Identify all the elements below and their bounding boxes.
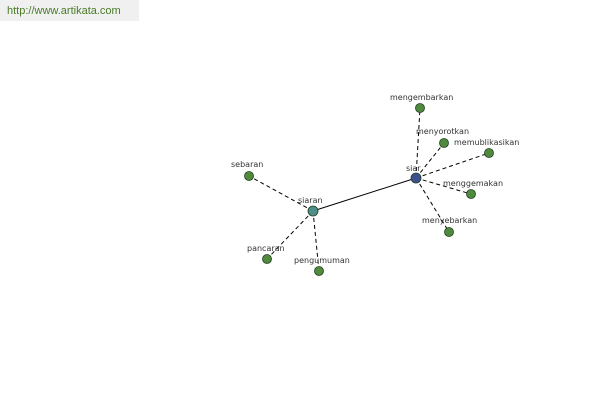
- node-mengembarkan[interactable]: mengembarkan: [390, 93, 453, 113]
- node-menyebarkan[interactable]: menyebarkan: [422, 216, 477, 237]
- node-marker-memublikasikan[interactable]: [484, 148, 494, 158]
- node-marker-menyorotkan[interactable]: [439, 138, 449, 148]
- node-memublikasikan[interactable]: memublikasikan: [454, 138, 519, 158]
- node-label-memublikasikan: memublikasikan: [454, 138, 519, 147]
- node-marker-pancaran[interactable]: [262, 254, 272, 264]
- node-label-mengembarkan: mengembarkan: [390, 93, 453, 102]
- nodes-layer: siar siaran mengembarkan menyorotkan memubli…: [231, 93, 519, 276]
- node-label-pengumuman: pengumuman: [294, 256, 350, 265]
- node-label-sebaran: sebaran: [231, 160, 263, 169]
- edge-siar-memublikasikan: [415, 152, 490, 179]
- edge-siaran-sebaran: [248, 175, 314, 212]
- edges-layer: [248, 107, 490, 272]
- node-label-siaran: siaran: [298, 196, 323, 205]
- node-pengumuman[interactable]: pengumuman: [294, 256, 350, 276]
- node-label-siar: siar: [406, 164, 421, 173]
- node-marker-pengumuman[interactable]: [314, 266, 324, 276]
- node-marker-mengembarkan[interactable]: [415, 103, 425, 113]
- node-menggemakan[interactable]: menggemakan: [443, 179, 503, 199]
- edge-siaran-pengumuman: [312, 210, 320, 272]
- node-marker-menyebarkan[interactable]: [444, 227, 454, 237]
- node-pancaran[interactable]: pancaran: [247, 244, 285, 264]
- node-marker-siar[interactable]: [410, 172, 422, 184]
- node-marker-sebaran[interactable]: [244, 171, 254, 181]
- edge-siar-menyorotkan: [415, 142, 445, 179]
- edge-siar-menyebarkan: [415, 177, 450, 233]
- node-label-menyorotkan: menyorotkan: [416, 127, 469, 136]
- node-label-pancaran: pancaran: [247, 244, 285, 253]
- node-siaran[interactable]: siaran: [298, 196, 323, 217]
- node-label-menyebarkan: menyebarkan: [422, 216, 477, 225]
- edge-siar-mengembarkan: [415, 107, 421, 179]
- node-siar[interactable]: siar: [406, 164, 422, 184]
- node-menyorotkan[interactable]: menyorotkan: [416, 127, 469, 148]
- edge-siar-siaran: [312, 177, 417, 212]
- node-marker-siaran[interactable]: [307, 205, 319, 217]
- source-link[interactable]: http://www.artikata.com: [0, 0, 139, 21]
- node-sebaran[interactable]: sebaran: [231, 160, 263, 181]
- node-label-menggemakan: menggemakan: [443, 179, 503, 188]
- node-marker-menggemakan[interactable]: [466, 189, 476, 199]
- edge-siar-menggemakan: [415, 177, 472, 195]
